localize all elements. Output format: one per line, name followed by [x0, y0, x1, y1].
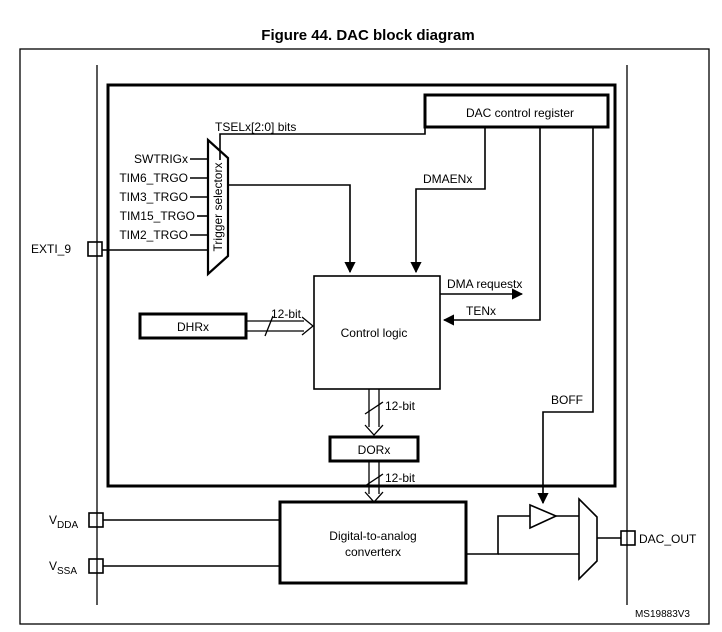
dor-in-bus-arrowhead [364, 424, 384, 436]
trigger-output-line [228, 184, 356, 274]
dhr-label: DHRx [177, 320, 209, 334]
vssa-label-sub: SSA [57, 566, 77, 577]
figure-ref-code: MS19883V3 [635, 609, 690, 620]
output-mux [578, 497, 598, 581]
exti-pin [87, 241, 103, 257]
boff-label: BOFF [551, 393, 583, 407]
vdda-label-main: V [49, 513, 57, 527]
tsel-label: TSELx[2:0] bits [215, 120, 296, 134]
exti-label: EXTI_9 [31, 242, 71, 256]
vssa-pin [88, 558, 104, 574]
tsel-line [219, 127, 426, 160]
converter-label-line1: Digital-to-analog [329, 529, 416, 543]
dhr-bus-arrowhead [301, 316, 315, 336]
trigger-input-tim6: TIM6_TRGO [119, 171, 188, 185]
ten-line [442, 127, 541, 326]
dmaen-line [410, 127, 486, 274]
dor-in-bus-slash [364, 401, 384, 415]
dhr-bits-label: 12-bit [271, 307, 302, 321]
dor-register-box [328, 435, 420, 463]
trigger-input-tim15: TIM15_TRGO [120, 209, 195, 223]
dhr-register-box [138, 312, 248, 340]
figure-title: Figure 44. DAC block diagram [261, 27, 474, 44]
dhr-bus-slash [264, 315, 274, 337]
trigger-selector-mux [206, 137, 230, 277]
vdda-label: VDDA [49, 513, 78, 531]
converter-label-line2: converterx [345, 545, 401, 559]
figure-frame [19, 48, 710, 625]
trigger-selector-label: Trigger selectorx [211, 163, 225, 252]
ten-label: TENx [466, 304, 496, 318]
control-logic-label: Control logic [341, 326, 408, 340]
dac-digital-block [106, 83, 617, 488]
trigger-input-swtrig: SWTRIGx [134, 152, 188, 166]
boff-line [537, 127, 594, 505]
dor-in-bits-label: 12-bit [385, 399, 416, 413]
dac-converter-box [278, 500, 468, 585]
output-buffer-icon [529, 503, 558, 530]
dor-label: DORx [358, 443, 391, 457]
dma-request-label: DMA requestx [447, 277, 522, 291]
converter-output-line [466, 515, 530, 555]
vssa-label: VSSA [49, 559, 77, 577]
dor-out-bus-slash [364, 473, 384, 487]
trigger-input-tim2: TIM2_TRGO [119, 228, 188, 242]
dac-out-label: DAC_OUT [639, 532, 697, 546]
dac-out-pin [620, 530, 636, 546]
trigger-input-tim3: TIM3_TRGO [119, 190, 188, 204]
vssa-label-main: V [49, 559, 57, 573]
control-logic-box [313, 275, 441, 390]
dmaen-label: DMAENx [423, 172, 472, 186]
dac-control-register-label: DAC control register [466, 106, 574, 120]
dor-out-bits-label: 12-bit [385, 471, 416, 485]
vdda-pin [88, 512, 104, 528]
dac-control-register-box [423, 93, 610, 129]
vdda-label-sub: DDA [57, 520, 78, 531]
